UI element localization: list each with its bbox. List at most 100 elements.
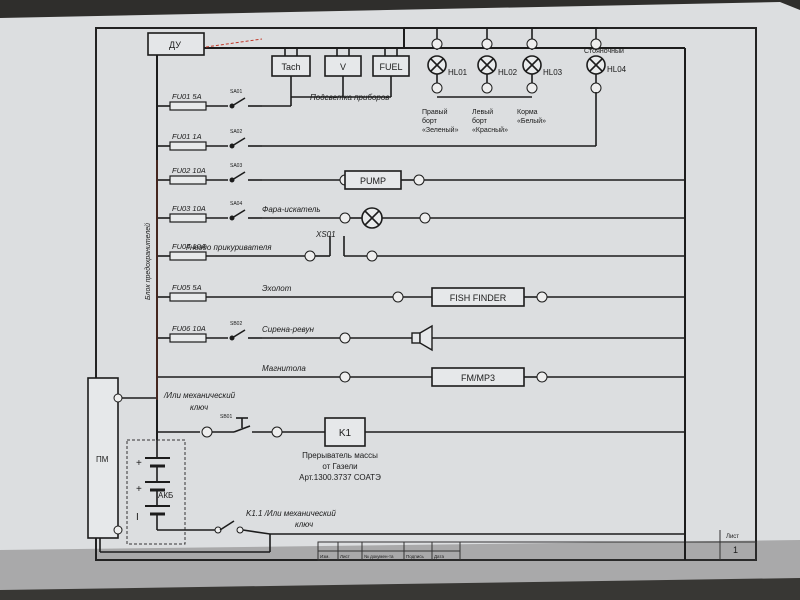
tachometer-gauge-label: Tach: [281, 62, 300, 72]
switch-symbol: [231, 329, 246, 339]
relay-caption: от Газели: [322, 462, 357, 471]
title-block: [317, 530, 757, 561]
lamp-id: HL01: [448, 68, 468, 77]
connector-terminal: [392, 291, 404, 303]
switch-label: SA04: [230, 201, 242, 207]
red-dashed-lead: [205, 38, 263, 48]
lamp-caption: Левый: [472, 108, 493, 116]
switch-symbol: [231, 209, 246, 219]
battery-minus-sign: I: [136, 512, 139, 523]
power-module-label: ПМ: [96, 455, 109, 464]
lower-section: ПМ Блок предохранителей/Или механический к…: [87, 160, 685, 553]
title-block-header: № докумен-та: [364, 554, 394, 559]
device-label: PUMP: [360, 176, 386, 186]
lamp-caption: Стояночный: [584, 47, 624, 55]
mechanical-key-label: ключ: [190, 403, 208, 412]
connector-terminal: [339, 371, 351, 383]
lamp-id: HL04: [607, 65, 627, 74]
circuit-label: Подсветка приборов: [310, 93, 389, 102]
fuse-label: FU03 10A: [172, 204, 206, 213]
fuse-symbol: [169, 292, 207, 302]
switch-symbol: [231, 97, 246, 107]
device-label: FM/MP3: [461, 373, 495, 383]
fuse-symbol: [169, 333, 207, 343]
title-block-header: Лист: [340, 554, 350, 559]
lamp-caption: «Красный»: [472, 126, 508, 134]
title-block-headers: Изм. Лист № докумен-та Подпись Дата: [320, 554, 444, 559]
mechanical-key-label: /Или механический: [163, 391, 236, 400]
title-block-header: Дата: [434, 554, 444, 559]
lamp-caption: борт: [472, 117, 488, 125]
relay-caption: Прерыватель массы: [302, 451, 378, 460]
switch-label: SA02: [230, 129, 242, 135]
fuel-gauge-label: FUEL: [379, 62, 402, 72]
fuse-label: FU01 1A: [172, 132, 202, 141]
switch-symbol: [231, 171, 246, 181]
title-block-header: Подпись: [406, 554, 424, 559]
title-block-header: Изм.: [320, 554, 330, 559]
lamp-id: HL02: [498, 68, 518, 77]
fuse-label: FU04 10A: [172, 242, 206, 251]
device-label: FISH FINDER: [450, 293, 507, 303]
relay-coil-box: [324, 417, 366, 447]
battery-plus-sign: +: [136, 458, 142, 469]
connector-terminal: [339, 212, 351, 224]
lamp-id: HL03: [543, 68, 563, 77]
lamp-caption: Правый: [422, 108, 448, 116]
switch-label: SA01: [230, 89, 242, 95]
circuit-label: Эхолот: [262, 284, 292, 293]
fuse-symbol: [169, 175, 207, 185]
fuse-symbol: [169, 213, 207, 223]
horn-symbol: [411, 332, 421, 344]
sheet-label: Лист: [726, 534, 739, 540]
circuit-label: Магнитола: [262, 364, 306, 373]
switch-label: SA03: [230, 163, 242, 169]
fuse-label: FU01 5A: [172, 92, 202, 101]
lamp-caption: «Белый»: [517, 117, 546, 125]
relay-caption: Арт.1300.3737 СОАТЭ: [299, 473, 381, 482]
switch-symbol: [231, 137, 246, 147]
relay-contact-label: ключ: [295, 520, 313, 529]
relay-name: K1: [339, 428, 352, 439]
circuit-label: Гнездо прикуривателя: [186, 243, 272, 252]
socket-label: XS01: [315, 230, 336, 239]
circuit-row: FU01 1A SA02: [157, 129, 596, 151]
fuse-symbol: [169, 101, 207, 111]
fuse-label: FU05 5A: [172, 283, 202, 292]
battery-label: АКБ: [158, 491, 173, 500]
button-label: SB01: [220, 414, 232, 420]
lamp-caption: «Зеленый»: [422, 126, 459, 134]
fuse-block-label: Блок предохранителей: [144, 223, 152, 300]
circuit-label: Фара-искатель: [262, 205, 321, 214]
fuse-label: FU06 10A: [172, 324, 206, 333]
connector-terminal: [339, 332, 351, 344]
fuse-symbol: [169, 141, 207, 151]
relay-contact-symbol: [219, 520, 235, 531]
lamp-caption: борт: [422, 117, 438, 125]
remote-control-box: [147, 32, 205, 56]
circuit-label: Сирена-ревун: [262, 325, 314, 334]
relay-contact-label: K1.1 /Или механический: [246, 509, 336, 518]
sheet-number: 1: [733, 545, 738, 555]
power-module-box: [87, 377, 119, 539]
fuse-symbol: [169, 251, 207, 261]
voltmeter-gauge-label: V: [340, 62, 346, 72]
battery-plus-sign: +: [136, 484, 142, 495]
battery-block: [126, 439, 186, 545]
switch-label: SB02: [230, 321, 242, 327]
fuse-label: FU02 10A: [172, 166, 206, 175]
connector-terminal: [304, 250, 316, 262]
lamp-caption: Корма: [517, 109, 538, 116]
remote-control-label: ДУ: [169, 40, 181, 50]
